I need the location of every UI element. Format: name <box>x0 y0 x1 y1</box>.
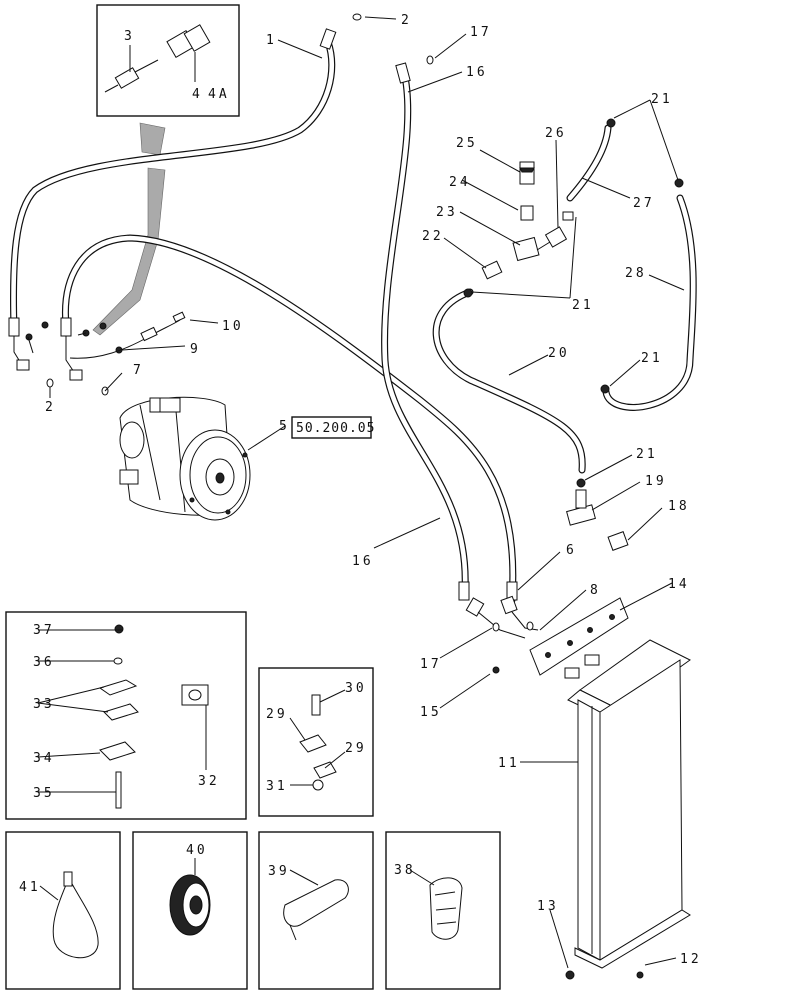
callout-9: 9 <box>190 342 201 357</box>
callout-40: 40 <box>186 843 208 858</box>
sleeve-box: 38 <box>385 831 501 990</box>
callout-17b: 17 <box>420 657 442 672</box>
mounting-bracket <box>529 597 629 679</box>
compressor <box>119 396 251 521</box>
callout-30: 30 <box>345 681 367 696</box>
callout-4: 4 <box>192 87 203 102</box>
callout-5: 5 <box>279 419 290 434</box>
callout-28: 28 <box>625 266 647 281</box>
callout-3: 3 <box>124 29 135 44</box>
condenser <box>565 639 691 980</box>
hose-fittings <box>8 28 539 639</box>
callout-31: 31 <box>266 779 288 794</box>
callout-10: 10 <box>222 319 244 334</box>
callout-29a: 29 <box>266 707 288 722</box>
callout-11: 11 <box>498 756 520 771</box>
callout-36: 36 <box>33 655 55 670</box>
callout-39: 39 <box>268 864 290 879</box>
callout-26: 26 <box>545 126 567 141</box>
callout-12: 12 <box>680 952 702 967</box>
callout-34: 34 <box>33 751 55 766</box>
callout-20: 20 <box>548 346 570 361</box>
callout-27: 27 <box>633 196 655 211</box>
callout-25: 25 <box>456 136 478 151</box>
callout-labels: 1 2 17 16 21 25 26 24 27 23 22 28 21 10 … <box>45 13 702 967</box>
callout-29b: 29 <box>345 741 367 756</box>
hose-27 <box>566 124 612 202</box>
callout-1: 1 <box>266 33 277 48</box>
callout-17a: 17 <box>470 25 492 40</box>
callout-21b: 21 <box>572 298 594 313</box>
sensor-wire-harness <box>69 311 186 359</box>
service-valve-part <box>104 24 211 93</box>
callout-24: 24 <box>449 175 471 190</box>
hose-long-to-condenser <box>61 234 517 604</box>
edge-trim-box: 39 <box>258 831 374 990</box>
callout-38: 38 <box>394 863 416 878</box>
reference-box-label: 50.200.05 <box>296 421 375 436</box>
callout-21c: 21 <box>641 351 663 366</box>
callout-33: 33 <box>33 697 55 712</box>
hose-16 <box>381 68 469 594</box>
tee-fitting-assembly <box>481 161 574 280</box>
small-hardware <box>25 13 684 674</box>
reference-box: 50.200.05 <box>291 416 375 439</box>
callout-7: 7 <box>133 363 144 378</box>
clip-hardware-box: 30 29 29 31 <box>258 667 374 817</box>
inset-fitting-box: 3 4 4A <box>96 4 240 117</box>
grommet-box: 40 <box>132 831 248 990</box>
callout-18: 18 <box>668 499 690 514</box>
callout-35: 35 <box>33 786 55 801</box>
clamp-hardware-box: 37 36 33 34 35 32 <box>5 611 247 820</box>
callout-23: 23 <box>436 205 458 220</box>
callout-21d: 21 <box>636 447 658 462</box>
callout-21a: 21 <box>651 92 673 107</box>
callout-14: 14 <box>668 577 690 592</box>
callout-13: 13 <box>537 899 559 914</box>
callout-2b: 2 <box>45 400 56 415</box>
hose-1 <box>9 38 336 334</box>
hose-28 <box>602 194 697 411</box>
callout-22: 22 <box>422 229 444 244</box>
strap-box: 41 <box>5 831 121 990</box>
callout-2a: 2 <box>401 13 412 28</box>
callout-41: 41 <box>19 880 41 895</box>
callout-37: 37 <box>33 623 55 638</box>
callout-32: 32 <box>198 774 220 789</box>
callout-19: 19 <box>645 474 667 489</box>
callout-6: 6 <box>566 543 577 558</box>
hose-20 <box>432 288 586 474</box>
callout-16b: 16 <box>352 554 374 569</box>
callout-8: 8 <box>590 583 601 598</box>
leader-lines <box>27 16 685 969</box>
callout-15: 15 <box>420 705 442 720</box>
callout-4a: 4A <box>208 87 230 102</box>
tee-fitting-19 <box>566 489 629 551</box>
callout-16a: 16 <box>466 65 488 80</box>
